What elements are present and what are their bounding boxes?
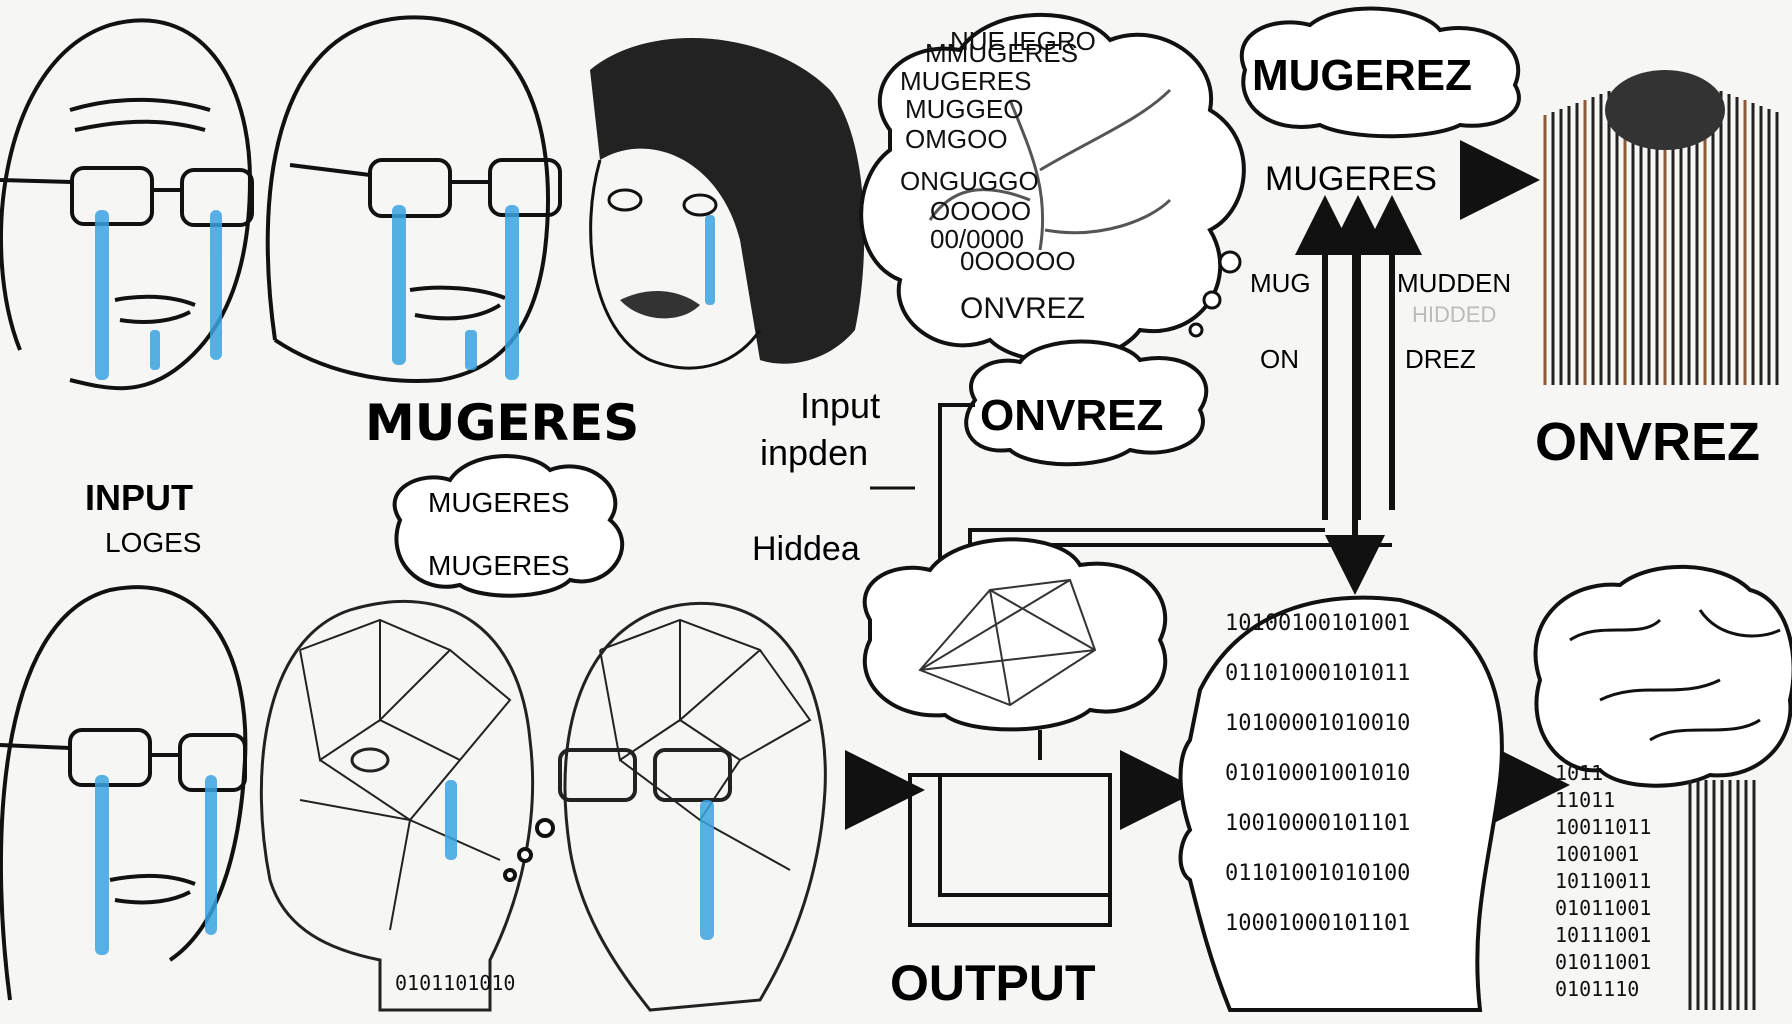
output-box (908, 773, 1112, 927)
mugeres-arrow-label: MUGERES (1265, 160, 1437, 198)
brain-illustration (1533, 564, 1792, 788)
thought-cloud-line: OMGOO (905, 124, 1008, 154)
mug-label: MUG (1250, 268, 1311, 298)
binary-head-row: 01101001010100 (1225, 861, 1410, 886)
binary-head-row: 01010001001010 (1225, 761, 1410, 786)
thought-cloud-line: 0OOOOO (960, 246, 1076, 276)
binary-head-row: 01101000101011 (1225, 661, 1410, 686)
binary-strip-row: 01011001 (1555, 896, 1651, 920)
low-poly-head-1 (259, 600, 535, 1012)
brain-stem-stripes (1688, 780, 1756, 1010)
stripe-figure-head (1605, 70, 1725, 150)
binary-strip-row: 0101110 (1555, 977, 1639, 1001)
binary-strip-row: 01011001 (1555, 950, 1651, 974)
drez-label: DREZ (1405, 344, 1476, 374)
binary-head-row: 10100001010010 (1225, 711, 1410, 736)
output-label: OUTPUT (890, 955, 1096, 1011)
binary-strip-row: 10011011 (1555, 815, 1651, 839)
binary-strip-row: 10111001 (1555, 923, 1651, 947)
binary-strip-row: 10110011 (1555, 869, 1651, 893)
thought-cloud-line: NUE IEGRO (950, 26, 1096, 56)
thought-cloud-line: 00/0000 (930, 224, 1024, 254)
tears-2 (392, 205, 519, 380)
crying-wojak-face-1 (0, 18, 254, 391)
thought-cloud-line: ONGUGGO (900, 166, 1039, 196)
hidden-label: Hiddea (752, 530, 860, 568)
mugeres-main-label: MUGERES (365, 394, 639, 452)
mugerez-cloud: MUGEREZ (1239, 6, 1521, 139)
binary-head-row: 10001000101101 (1225, 911, 1410, 936)
crying-wojak-face-3 (0, 585, 248, 1001)
crying-woman-face (589, 37, 865, 370)
up-arrows (1295, 195, 1422, 520)
binary-head-row: 10100100101001 (1225, 611, 1410, 636)
thought-cloud-line: OOOOO (930, 196, 1031, 226)
binary-head-row: 10010000101101 (1225, 811, 1410, 836)
tears-3 (95, 775, 217, 955)
crying-wojak-face-2 (265, 15, 562, 383)
small-thought-cloud: MUGERES MUGERES (392, 454, 625, 598)
thought-cloud-line: MUGGEO (905, 94, 1023, 124)
onvrez-cloud-label: ONVREZ (980, 391, 1163, 440)
neck-binary-1: 0101101010 (395, 971, 515, 995)
input-small-label: Input (800, 385, 880, 426)
thought-cloud-line: MUGERES (900, 66, 1031, 96)
input-label: INPUT (85, 477, 193, 518)
binary-strip-row: 1001001 (1555, 842, 1639, 866)
large-thought-cloud (859, 13, 1246, 364)
mugerez-cloud-label: MUGEREZ (1252, 51, 1472, 100)
onvrez-cloud: ONVREZ (964, 339, 1209, 467)
binary-head-profile (1178, 595, 1504, 1012)
mudden-label: MUDDEN (1397, 268, 1511, 298)
binary-strip-text: 1011 11011 10011011 1001001 10110011 01011001… (1555, 761, 1651, 1001)
low-poly-head-2 (558, 601, 827, 1012)
onvrez-right-label: ONVREZ (1535, 412, 1760, 472)
binary-strip-row: 11011 (1555, 788, 1615, 812)
on-label: ON (1260, 344, 1299, 374)
neck-binary-text: 0101101010 (395, 971, 515, 995)
hidded-label: HIDDED (1412, 302, 1496, 327)
striped-abstract-figure (1543, 70, 1779, 385)
small-cloud-line-2: MUGERES (428, 550, 570, 581)
tears-1 (95, 210, 222, 380)
binary-head-text: 10100100101001 01101000101011 101000010100… (1225, 611, 1410, 936)
thought-cloud-line: MMUGERES (925, 38, 1078, 68)
thought-cloud-line: ONVREZ (960, 292, 1085, 325)
thought-dots (503, 818, 555, 882)
network-cloud (862, 537, 1168, 760)
inpden-label: inpden (760, 432, 868, 473)
binary-strip-row: 1011 (1555, 761, 1603, 785)
loges-label: LOGES (105, 527, 201, 558)
small-cloud-line-1: MUGERES (428, 487, 570, 518)
